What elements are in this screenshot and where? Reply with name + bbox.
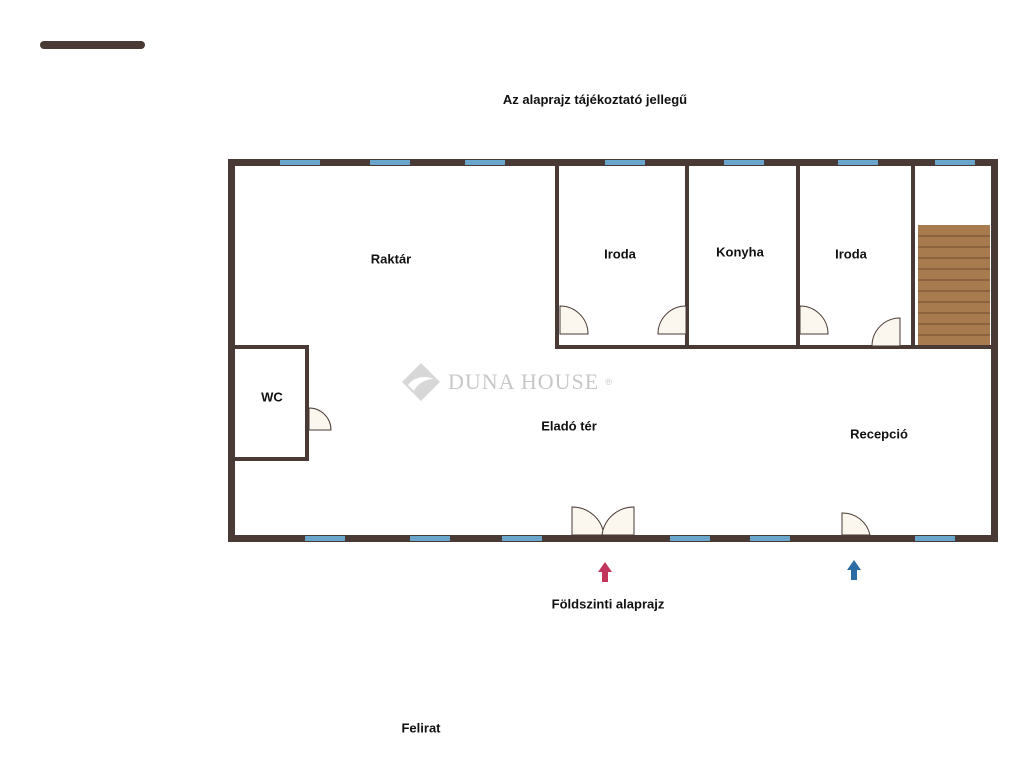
windows	[280, 160, 975, 541]
wall-wc-bottom	[235, 457, 309, 461]
door-reception	[841, 512, 871, 536]
wall-wc-top	[235, 345, 309, 349]
walls	[228, 159, 998, 542]
entrance-arrows	[598, 560, 861, 582]
duna-house-watermark: DUNA HOUSE ®	[400, 360, 612, 404]
room-label-konyha: Konyha	[716, 244, 764, 260]
window	[280, 160, 320, 165]
stairs	[918, 225, 990, 347]
door-wc	[308, 407, 332, 431]
window	[838, 160, 878, 165]
watermark-brand: DUNA HOUSE	[448, 369, 600, 394]
duna-house-logo-icon	[402, 363, 440, 401]
wall-iroda-konyha	[685, 166, 689, 349]
wall-left	[228, 159, 235, 542]
window	[410, 536, 450, 541]
room-label-raktar: Raktár	[370, 251, 412, 267]
window	[605, 160, 645, 165]
floor-label: Földszinti alaprajz	[551, 596, 665, 612]
stairs-body	[918, 225, 990, 347]
wall-konyha-iroda	[796, 166, 800, 349]
door-main-right	[601, 506, 635, 536]
reception-entrance-arrow-icon	[847, 560, 861, 580]
room-label-recepcio: Recepció	[850, 426, 908, 442]
room-label-iroda-1: Iroda	[604, 246, 636, 262]
window	[305, 536, 345, 541]
door-iroda2-right	[871, 317, 901, 347]
door-main-left	[571, 506, 605, 536]
window	[502, 536, 542, 541]
wall-bottom	[228, 535, 998, 542]
wall-right	[991, 159, 998, 542]
main-entrance-arrow-icon	[598, 562, 612, 582]
wall-offices-bottom	[555, 345, 991, 349]
wall-iroda-stairs	[911, 166, 915, 349]
plan-notice: Az alaprajz tájékoztató jellegű	[502, 92, 688, 107]
window	[935, 160, 975, 165]
window	[670, 536, 710, 541]
door-iroda-left	[559, 305, 589, 335]
door-iroda-right	[657, 305, 687, 335]
window	[750, 536, 790, 541]
top-bar-decoration	[40, 41, 145, 49]
wall-wc-right	[305, 345, 309, 461]
window	[465, 160, 505, 165]
wall-iroda-left	[555, 166, 559, 349]
window	[370, 160, 410, 165]
room-label-wc: WC	[261, 389, 283, 405]
door-iroda2-left	[799, 305, 829, 335]
caption-label: Felirat	[401, 720, 441, 736]
room-label-elado-ter: Eladó tér	[541, 418, 597, 434]
window	[724, 160, 764, 165]
window	[915, 536, 955, 541]
watermark-registered: ®	[605, 377, 612, 387]
doors	[308, 305, 901, 536]
room-label-iroda-2: Iroda	[835, 246, 867, 262]
